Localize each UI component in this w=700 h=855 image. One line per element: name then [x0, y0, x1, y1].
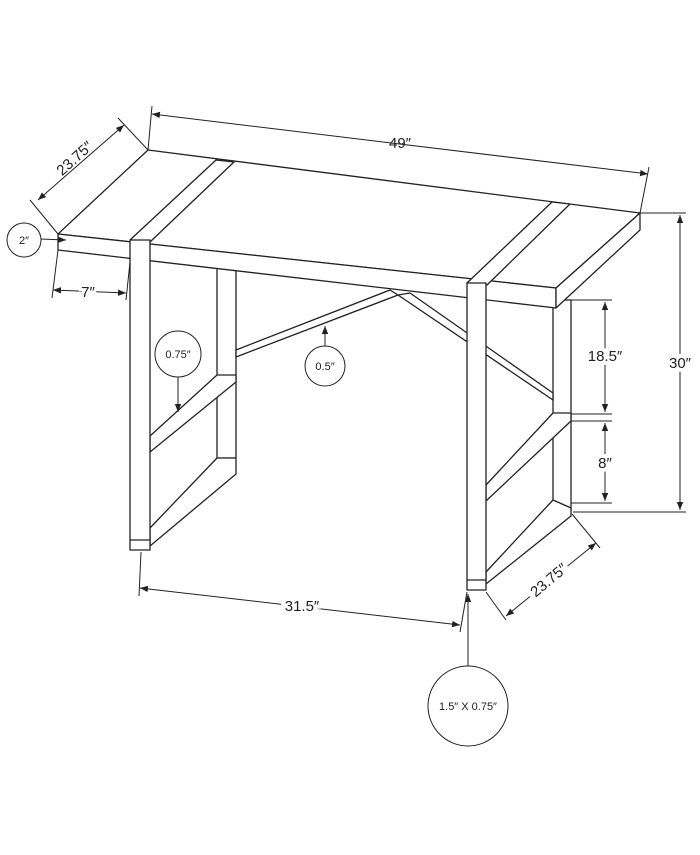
section-callout-label: 1.5″ X 0.75″ [439, 701, 497, 713]
desk-outline [57, 149, 641, 591]
span-extension-left [138, 551, 142, 597]
front-left-leg [129, 239, 151, 551]
base-depth-extension-back [571, 513, 601, 549]
shelf-upper-label: 18.5″ [588, 348, 623, 365]
thickness-leader [39, 236, 67, 243]
thickness-callout-circle [6, 222, 42, 258]
crossbar-callout-label: 0.5″ [315, 361, 334, 373]
offset-label: 7″ [81, 284, 95, 301]
rail-callout-circle [154, 330, 202, 378]
thickness-label: 2″ [19, 235, 29, 247]
tabletop-side [555, 212, 641, 309]
section-callout-circle [427, 665, 509, 747]
right-strap-top [466, 201, 571, 286]
shelf-lower-label: 8″ [598, 455, 612, 472]
depth-top-dimension-line [37, 124, 125, 201]
rail-callout-label: 0.75″ [165, 349, 190, 361]
leg-span-label: 31.5″ [285, 598, 320, 615]
depth-base-label: 23.75″ [527, 560, 571, 601]
back-left-base-rail [149, 457, 237, 547]
offset-dimension-line [52, 287, 127, 296]
width-label: 49″ [389, 135, 412, 152]
depth-extension-top [117, 117, 149, 151]
cross-brace-left [235, 289, 399, 358]
front-right-leg [466, 282, 487, 591]
back-right-leg [552, 299, 572, 511]
back-left-leg [216, 267, 237, 459]
base-depth-extension-front [485, 591, 507, 621]
offset-extension-right [125, 261, 131, 301]
depth-top-label: 23.75″ [53, 138, 97, 180]
span-dimension-line [139, 585, 461, 628]
offset-extension-left [51, 249, 59, 299]
width-extension-left [147, 105, 153, 151]
height-label: 30″ [669, 355, 692, 372]
base-depth-dimension-line [505, 542, 597, 617]
span-extension-right [459, 591, 468, 633]
depth-extension-bottom [29, 199, 59, 235]
crossbar-callout-circle [304, 345, 346, 387]
width-dimension-line [151, 111, 649, 177]
